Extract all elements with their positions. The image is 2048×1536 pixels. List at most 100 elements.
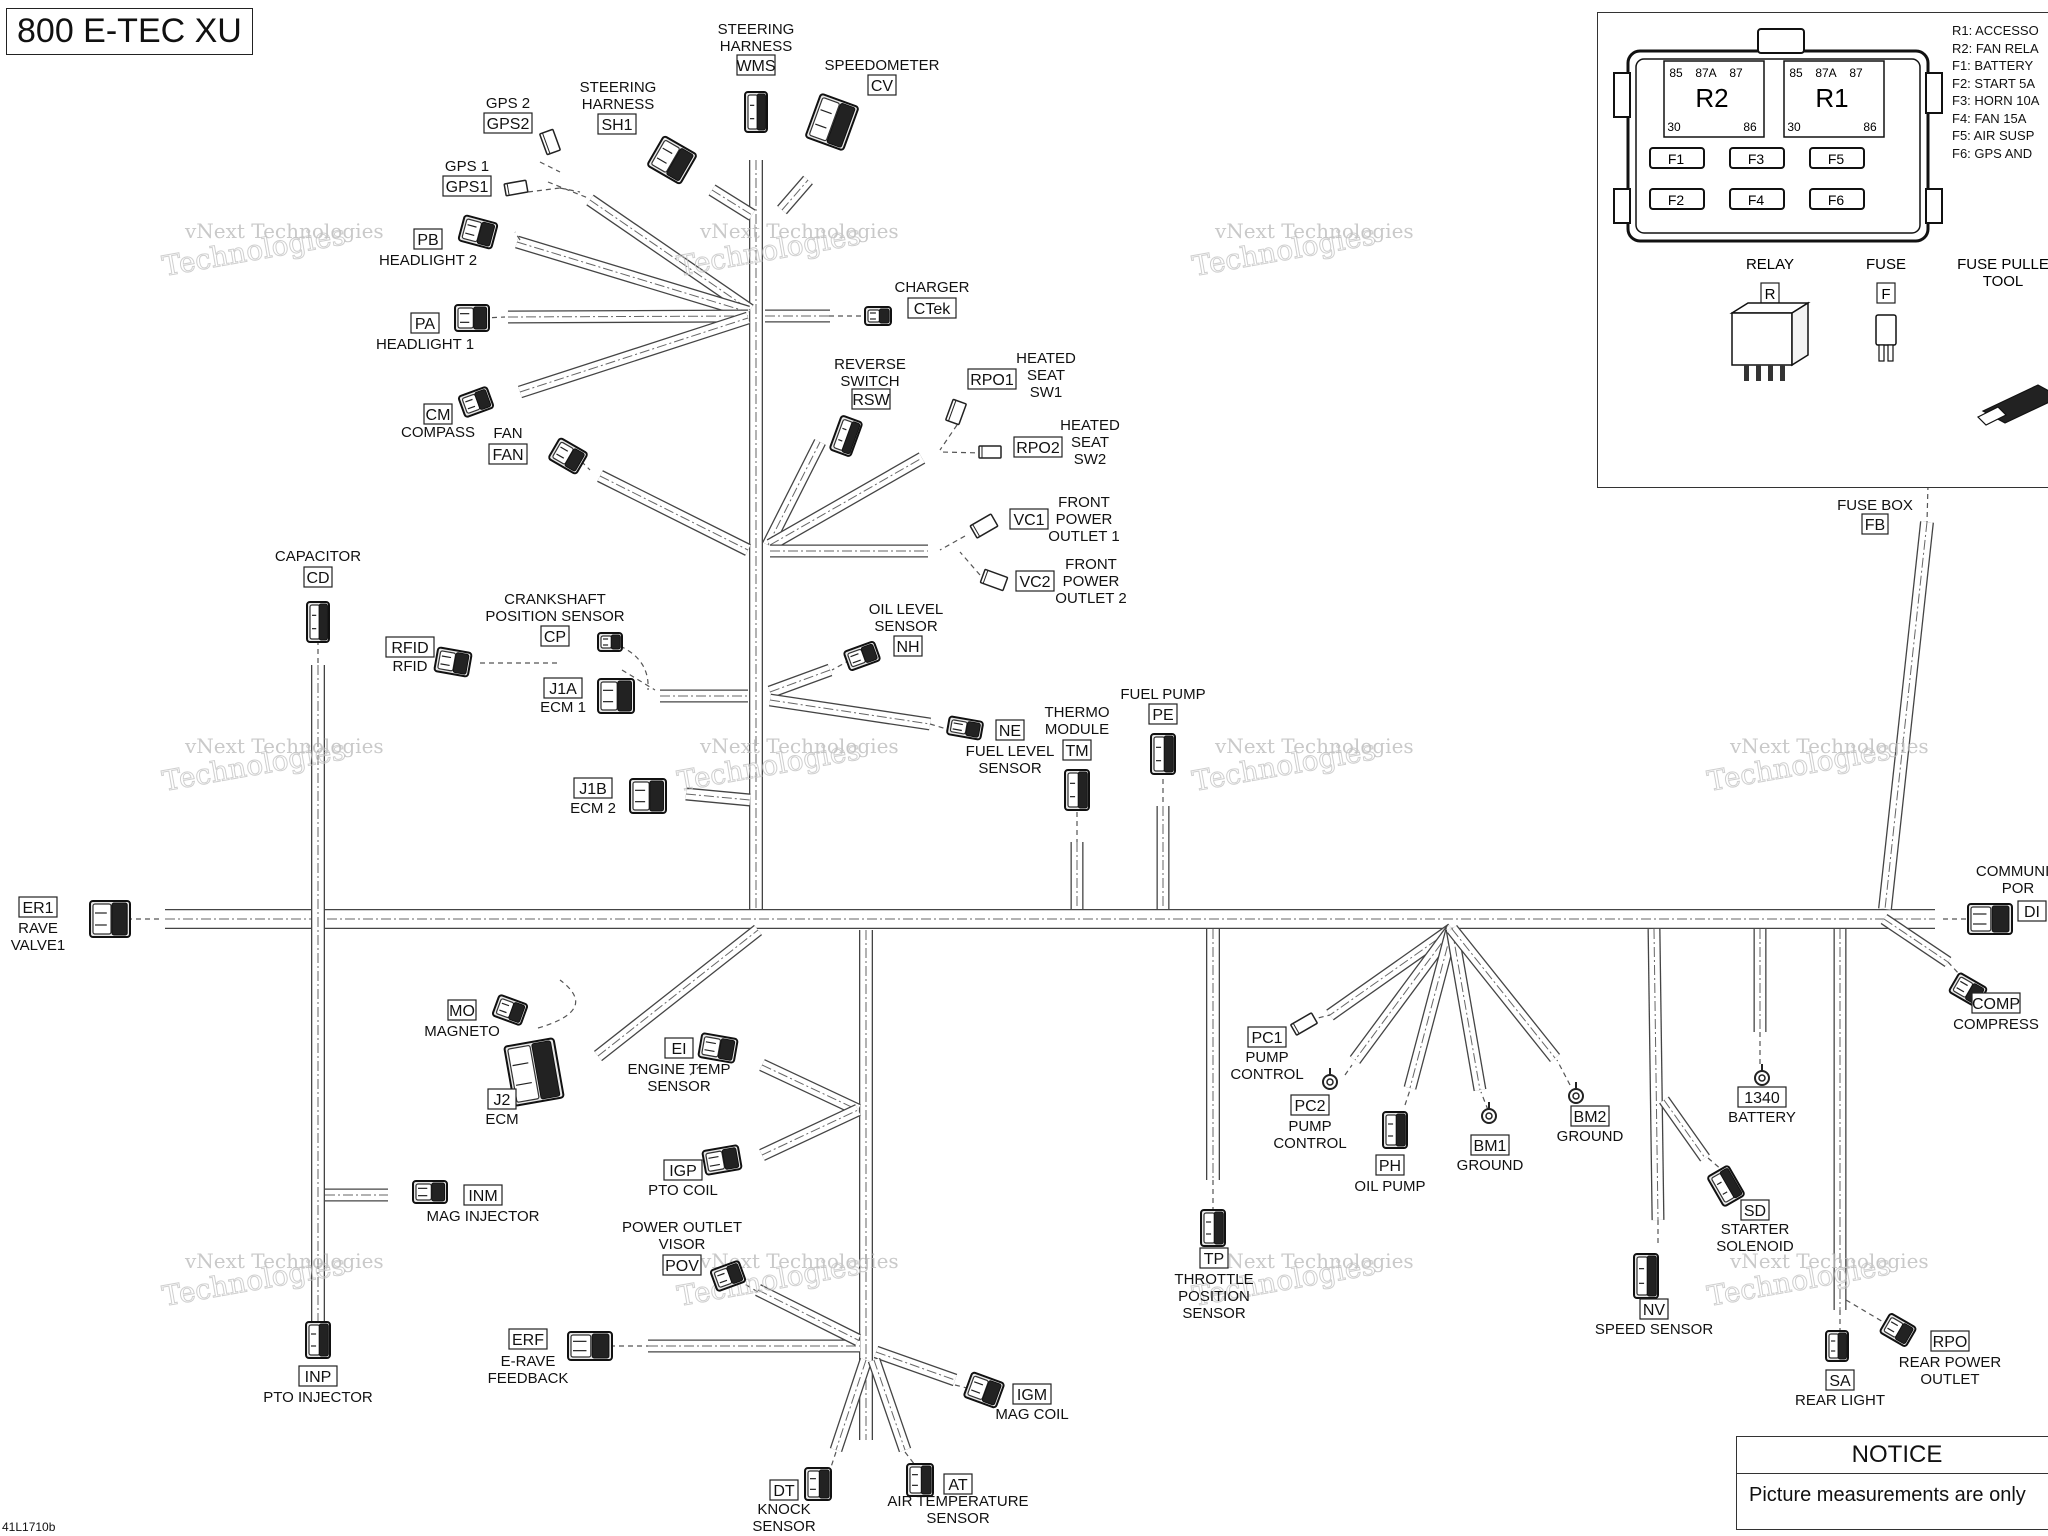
dashed-lead <box>929 723 951 731</box>
description-line: FUEL LEVEL <box>966 743 1055 760</box>
code-box <box>298 1365 338 1387</box>
connector-glyph <box>744 91 768 133</box>
description-line: SENSOR <box>1182 1305 1246 1322</box>
harness-segment <box>873 1345 958 1387</box>
connector-glyph <box>647 135 697 185</box>
description-line: FUEL PUMP <box>1120 686 1205 703</box>
connector-code: WMS <box>736 58 775 75</box>
dashed-lead <box>829 1451 837 1471</box>
connector-glyph <box>305 1321 331 1359</box>
description-line: HARNESS <box>582 96 655 113</box>
code-box <box>447 999 477 1021</box>
code-box <box>1199 1247 1229 1269</box>
connector-glyph <box>963 1371 1005 1409</box>
connector-description: MAG INJECTOR <box>426 1208 539 1225</box>
code-box <box>995 719 1025 741</box>
connector-glyph <box>454 304 490 332</box>
fuse-name: F6 <box>1828 192 1845 208</box>
connector-glyph <box>457 214 499 250</box>
connector-description: GROUND <box>1457 1157 1524 1174</box>
relay-name: R2 <box>1695 83 1728 113</box>
code-box <box>483 112 533 134</box>
description-line: OUTLET 2 <box>1055 590 1126 607</box>
fuse-legend-item: F4: FAN 15A <box>1952 110 2027 126</box>
harness-segment <box>515 235 750 319</box>
code-box <box>1062 739 1092 761</box>
code-box <box>851 388 891 410</box>
code-box <box>442 175 492 197</box>
connector-code: CM <box>426 407 451 424</box>
description-line: SWITCH <box>840 373 899 390</box>
fuse-f6: F6 <box>1809 188 1865 210</box>
connector-code: MO <box>449 1003 475 1020</box>
code-box <box>410 312 440 334</box>
description-line: STEERING <box>718 21 795 38</box>
part-number: 41L1710b <box>2 1520 56 1534</box>
connector-glyph <box>1150 733 1176 775</box>
description-line: HEADLIGHT 2 <box>379 252 477 269</box>
harness-segment <box>767 663 833 699</box>
code-box <box>597 113 637 135</box>
dashed-lead <box>1947 961 1961 976</box>
description-line: HARNESS <box>720 38 793 55</box>
connector-glyph <box>843 640 881 672</box>
description-line: PUMP <box>1288 1118 1331 1135</box>
code-box <box>423 403 453 425</box>
harness-segment <box>1445 927 1487 1092</box>
dashed-lead <box>939 535 966 551</box>
description-line: SENSOR <box>874 618 938 635</box>
description-line: PTO INJECTOR <box>263 1389 373 1406</box>
description-line: KNOCK <box>757 1501 810 1518</box>
relay-pin: 30 <box>1667 120 1681 134</box>
code-box <box>1930 1330 1970 1352</box>
connector-description: ECM <box>485 1111 518 1128</box>
code-box <box>1375 1154 1405 1176</box>
code-box <box>385 636 435 658</box>
harness-segment <box>766 452 926 551</box>
fuse-puller-icon <box>1976 384 2048 426</box>
connector-description: COMMUNICPOR <box>1976 863 2048 897</box>
connector-description: GPS 1 <box>445 158 489 175</box>
description-line: ECM 1 <box>540 699 586 716</box>
fuse-f4: F4 <box>1729 188 1785 210</box>
code-box <box>664 1037 694 1059</box>
fuse-box-code: FB <box>1865 517 1885 534</box>
connector-glyph <box>805 93 859 151</box>
connector-description: FUEL PUMP <box>1120 686 1205 703</box>
harness-segment <box>777 175 813 215</box>
harness-segment <box>1647 928 1665 1221</box>
code-box <box>1247 1026 1287 1048</box>
connector-code: RFID <box>391 640 428 657</box>
dashed-lead <box>547 181 589 199</box>
code-box <box>1148 703 1178 725</box>
connector-glyph <box>1382 1111 1408 1149</box>
connector-code: PC1 <box>1251 1030 1282 1047</box>
relay-pin: 86 <box>1743 120 1757 134</box>
dashed-lead <box>559 187 581 193</box>
connector-code: GPS2 <box>487 116 530 133</box>
description-line: VALVE1 <box>11 937 65 954</box>
description-line: SW1 <box>1030 384 1063 401</box>
connector-code: CP <box>544 629 566 646</box>
